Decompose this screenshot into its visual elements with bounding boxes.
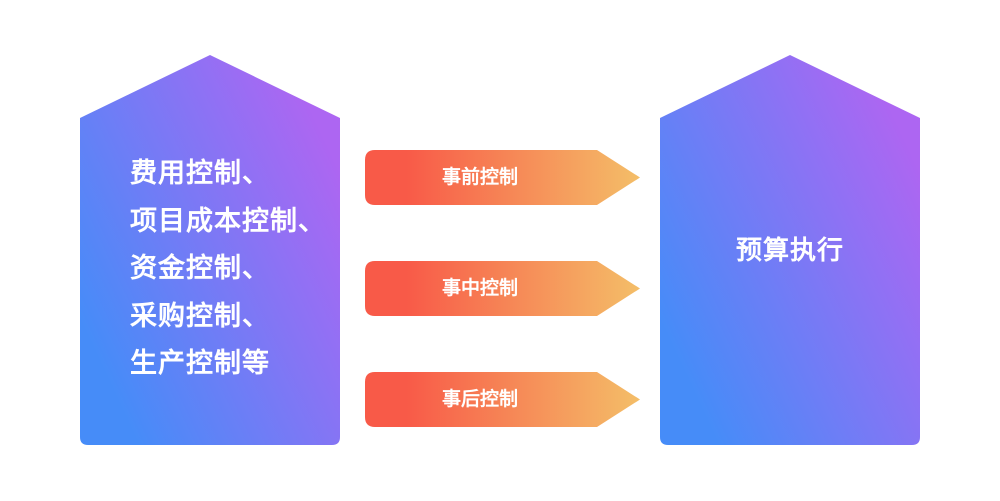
left-house-shape <box>80 55 340 445</box>
left-box-text: 费用控制、 项目成本控制、 资金控制、 采购控制、 生产控制等 <box>130 150 326 388</box>
left-line: 费用控制、 <box>130 158 270 189</box>
right-box-label: 预算执行 <box>735 236 844 266</box>
left-line: 生产控制等 <box>130 348 270 379</box>
left-line: 采购控制、 <box>130 300 270 332</box>
left-line: 项目成本控制、 <box>130 205 326 237</box>
arrow-label-pre: 事前控制 <box>441 166 518 188</box>
right-house-shape <box>660 55 920 445</box>
arrow-shape-3 <box>365 372 640 427</box>
arrow-label-during: 事中控制 <box>441 277 518 299</box>
arrow-label-post: 事后控制 <box>441 388 518 410</box>
arrow-shape-1 <box>365 150 640 205</box>
arrow-shape-2 <box>365 261 640 316</box>
left-line: 资金控制、 <box>130 253 270 284</box>
